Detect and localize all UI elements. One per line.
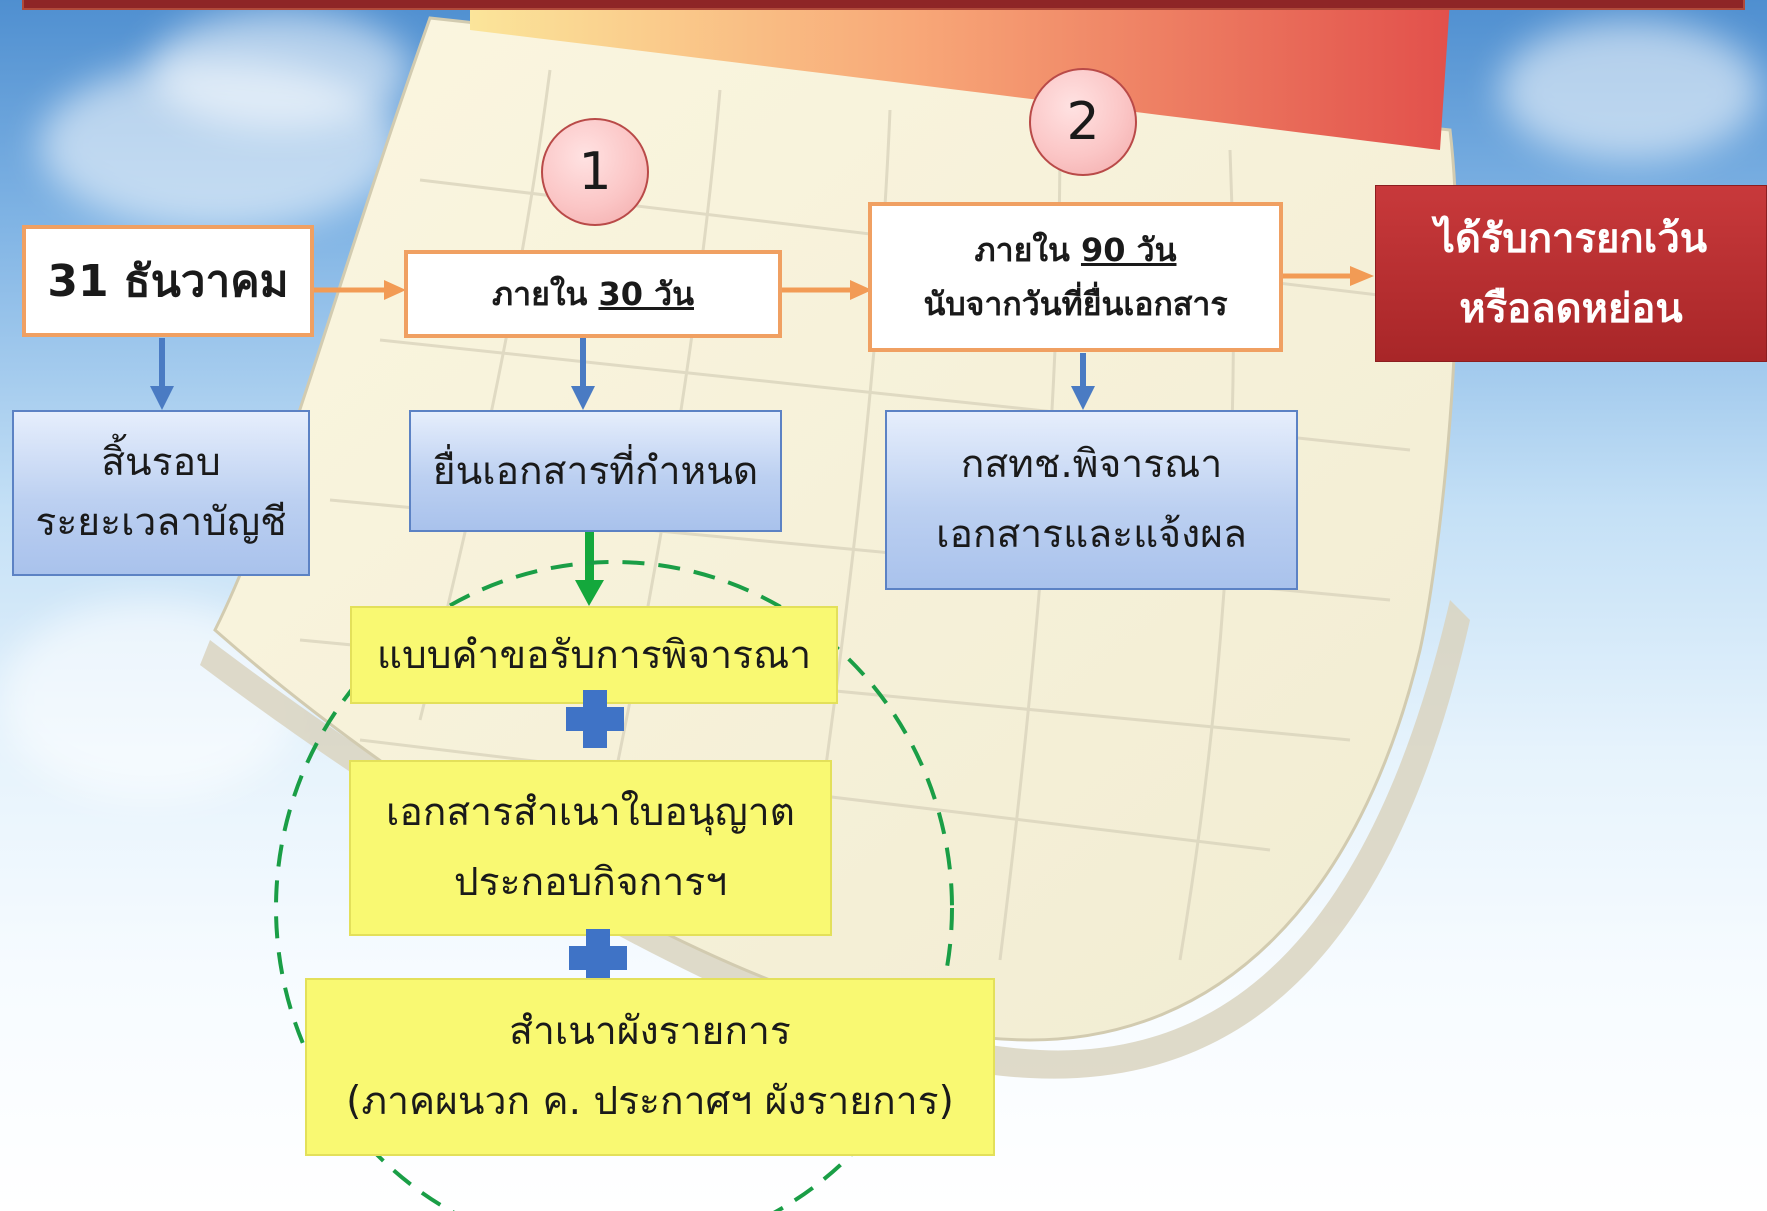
chart-copy-line-2: (ภาคผนวก ค. ประกาศฯ ผังรายการ) bbox=[346, 1079, 954, 1124]
submit-docs-box: ยื่นเอกสารที่กำหนด bbox=[409, 410, 782, 532]
license-copy-line-2: ประกอบกิจการฯ bbox=[453, 860, 728, 905]
dashed-circle bbox=[274, 560, 954, 1211]
start-date-box: 31 ธันวาคม bbox=[22, 225, 314, 337]
license-copy-box: เอกสารสำเนาใบอนุญาต ประกอบกิจการฯ bbox=[349, 760, 832, 936]
result-line-2: หรือลดหย่อน bbox=[1459, 285, 1683, 332]
result-box: ได้รับการยกเว้น หรือลดหย่อน bbox=[1375, 185, 1767, 362]
flow-arrowheads bbox=[384, 266, 1374, 300]
submit-docs-label: ยื่นเอกสารที่กำหนด bbox=[432, 449, 759, 494]
within-90-days: 90 วัน bbox=[1080, 230, 1177, 269]
cloud-2 bbox=[150, 10, 410, 130]
green-arrow bbox=[575, 532, 604, 606]
within-90-label: ภายใน 90 วัน bbox=[974, 230, 1177, 269]
header-band bbox=[22, 0, 1745, 10]
cloud-3 bbox=[1500, 20, 1760, 160]
chart-copy-line-1: สำเนาผังรายการ bbox=[509, 1008, 791, 1054]
plus-icon bbox=[566, 690, 624, 748]
flow-arrows bbox=[314, 273, 1352, 293]
within-30-label: ภายใน 30 วัน bbox=[492, 274, 694, 313]
plus-icon bbox=[569, 929, 627, 987]
down-arrows bbox=[150, 338, 1095, 410]
review-line-1: กสทช.พิจารณา bbox=[960, 441, 1223, 487]
period-end-line-1: สิ้นรอบ bbox=[101, 439, 221, 485]
request-form-label: แบบคำขอรับการพิจารณา bbox=[376, 633, 812, 678]
result-line-1: ได้รับการยกเว้น bbox=[1434, 215, 1708, 262]
within-90-note: นับจากวันที่ยื่นเอกสาร bbox=[923, 285, 1228, 323]
calendar-binding bbox=[470, 0, 1450, 150]
start-date-label: 31 ธันวาคม bbox=[47, 256, 289, 307]
step-1-badge: 1 bbox=[541, 118, 649, 226]
within-30-days: 30 วัน bbox=[598, 274, 694, 313]
chart-copy-box: สำเนาผังรายการ (ภาคผนวก ค. ประกาศฯ ผังรา… bbox=[305, 978, 995, 1156]
step-2-badge: 2 bbox=[1029, 68, 1137, 176]
period-end-box: สิ้นรอบ ระยะเวลาบัญชี bbox=[12, 410, 310, 576]
within-90-box: ภายใน 90 วัน นับจากวันที่ยื่นเอกสาร bbox=[868, 202, 1283, 352]
review-line-2: เอกสารและแจ้งผล bbox=[936, 512, 1247, 557]
within-30-box: ภายใน 30 วัน bbox=[404, 250, 782, 338]
review-box: กสทช.พิจารณา เอกสารและแจ้งผล bbox=[885, 410, 1298, 590]
request-form-box: แบบคำขอรับการพิจารณา bbox=[350, 606, 838, 704]
period-end-line-2: ระยะเวลาบัญชี bbox=[35, 500, 287, 545]
license-copy-line-1: เอกสารสำเนาใบอนุญาต bbox=[386, 789, 795, 835]
